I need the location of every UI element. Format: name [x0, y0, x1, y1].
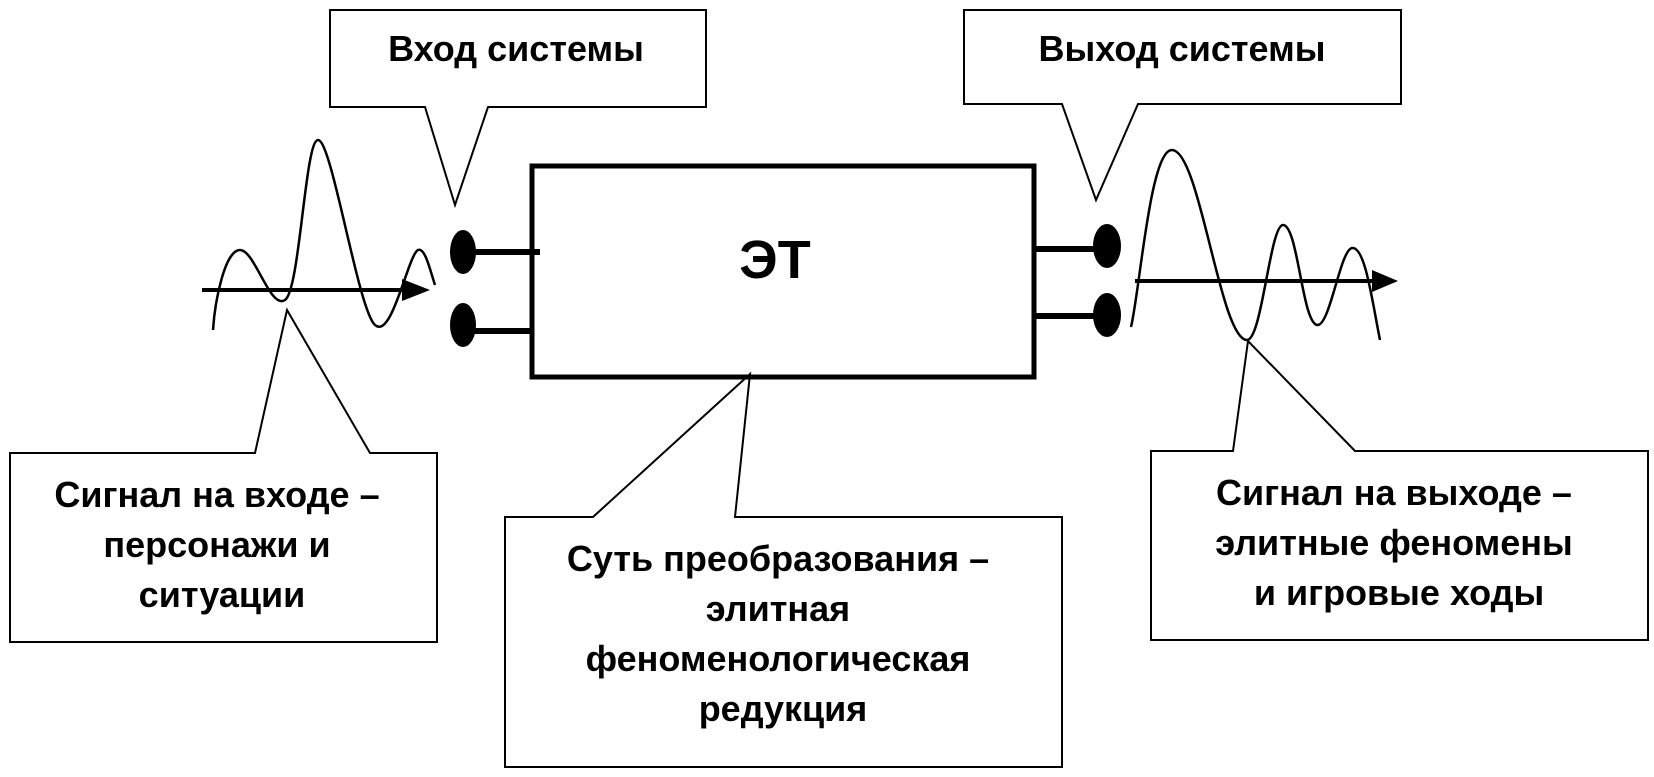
svg-text:Сигнал на выходе – элитн: Сигнал на выходе – элитные феномены и иг… [1215, 472, 1583, 613]
input-terminals [450, 230, 540, 347]
input-axis-arrowhead [402, 279, 430, 301]
output-terminals [1034, 224, 1121, 337]
svg-text:Вход системы: Вход системы [388, 28, 644, 69]
et-block-label: ЭТ [739, 230, 810, 290]
system-output-label: Выход системы [1039, 28, 1326, 69]
transformation-line-1: Суть преобразования – [567, 538, 989, 579]
callout-system-output: Выход системы [963, 9, 1402, 203]
svg-text:Выход системы: Выход системы [1039, 28, 1326, 69]
input-signal-line-1: Сигнал на входе – [54, 474, 379, 515]
output-signal-line-1: Сигнал на выходе – [1216, 472, 1572, 513]
callout-input-signal: Сигнал на входе – персонажи и ситуации [9, 307, 438, 643]
system-input-label: Вход системы [388, 28, 644, 69]
output-signal-line-2: элитные феномены [1215, 522, 1573, 563]
output-terminal-top [1093, 224, 1121, 268]
output-terminal-bottom [1093, 293, 1121, 337]
svg-text:Суть преобразования – эл: Суть преобразования – элитная феноменоло… [567, 538, 999, 729]
callout-system-input: Вход системы [329, 9, 707, 209]
svg-text:Сигнал на входе – персон: Сигнал на входе – персонажи и ситуации [54, 474, 389, 615]
callout-output-signal: Сигнал на выходе – элитные феномены и иг… [1150, 338, 1649, 641]
callout-transformation: Суть преобразования – элитная феноменоло… [504, 371, 1063, 768]
transformation-line-4: редукция [699, 688, 868, 729]
transformation-line-2: элитная [706, 588, 850, 629]
output-signal-line-3: и игровые ходы [1254, 572, 1544, 613]
transformation-line-3: феноменологическая [586, 638, 971, 679]
input-terminal-top [450, 230, 476, 274]
output-signal-wave [1129, 148, 1398, 342]
input-signal-line-2: персонажи и [103, 524, 330, 565]
output-axis-arrowhead [1372, 270, 1398, 292]
input-signal-line-3: ситуации [139, 574, 306, 615]
et-block [529, 163, 1037, 380]
input-signal-wave [202, 138, 437, 331]
input-terminal-bottom [450, 303, 476, 347]
